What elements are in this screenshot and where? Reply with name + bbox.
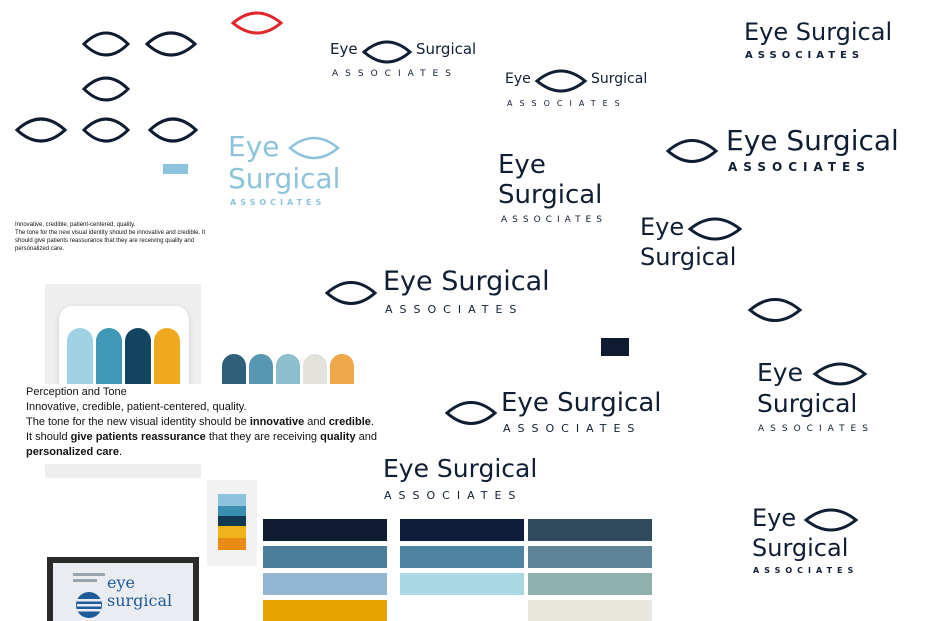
logo-light-blue: Eye Surgical ASSOCIATES: [228, 130, 341, 207]
eye-icon: [288, 136, 340, 160]
logo-mark-icon: [76, 592, 102, 618]
logo-wordmark-lower: Eye Surgical ASSOCIATES: [383, 454, 538, 502]
swatch-gold: [263, 600, 387, 621]
sign-photo: eye surgical: [47, 557, 199, 621]
eye-icon-standalone: [747, 298, 803, 322]
tone-title: Perception and Tone: [26, 386, 127, 398]
color-chip-navy: [601, 338, 629, 356]
palette-pills: [222, 354, 357, 386]
eye-icon: [81, 76, 131, 102]
eye-icon: [803, 508, 859, 532]
tone-subtitle: Innovative, credible, patient-centered, …: [26, 401, 247, 413]
eye-icon: [147, 117, 199, 143]
logo-stacked-center: Eye Surgical ASSOCIATES: [498, 150, 607, 225]
tone-card: [20, 384, 382, 464]
logo-horizontal-center: Eye Surgical ASSOCIATES: [324, 266, 565, 318]
eye-icon-grid: [14, 31, 199, 143]
logo-wordmark-top-right: Eye Surgical ASSOCIATES: [744, 18, 893, 61]
eye-icon: [14, 117, 68, 143]
eye-icon: [534, 69, 588, 93]
color-chip: [163, 164, 188, 174]
swatch-sage: [528, 573, 652, 595]
logo-stacked-eye: Eye Surgical: [640, 213, 760, 275]
logo-horizontal-mid: Eye Surgical ASSOCIATES: [444, 388, 685, 438]
eye-icon: [81, 31, 131, 57]
logo-stacked-right-1: Eye Surgical ASSOCIATES: [757, 358, 874, 434]
swatch-steel-2: [400, 546, 524, 568]
sign-text-line1: eye: [107, 573, 135, 592]
logo-horizontal-large: Eye Surgical ASSOCIATES: [665, 124, 916, 176]
eye-icon: [144, 31, 198, 57]
swatch-navy-2: [400, 519, 524, 541]
sign-text-line2: surgical: [107, 591, 173, 610]
red-eye-icon: [230, 11, 284, 35]
swatch-cream: [528, 600, 652, 621]
swatch-steel: [263, 546, 387, 568]
eye-icon: [81, 117, 131, 143]
eye-icon: [361, 40, 413, 64]
logo-horizontal-thin-2: Eye Surgical ASSOCIATES: [505, 67, 655, 115]
vertical-palette-card: [207, 480, 257, 566]
tone-small-text: Innovative, credible, patient-centered, …: [15, 222, 206, 252]
eye-icon: [444, 401, 498, 425]
logo-stacked-right-2: Eye Surgical ASSOCIATES: [752, 504, 859, 575]
tone-paragraph: The tone for the new visual identity sho…: [26, 416, 377, 458]
logo-horizontal-thin: Eye Surgical ASSOCIATES: [330, 40, 477, 79]
eye-icon: [324, 281, 378, 305]
eye-icon: [665, 139, 719, 163]
swatch-navy: [263, 519, 387, 541]
eye-icon: [687, 217, 743, 241]
swatch-slate: [528, 519, 652, 541]
mockup-strip: [45, 464, 201, 478]
sign-panel: eye surgical: [53, 563, 193, 621]
swatch-slate-light: [528, 546, 652, 568]
swatch-sky: [263, 573, 387, 595]
swatch-aqua: [400, 573, 524, 595]
eye-icon: [812, 362, 868, 386]
tone-block: Perception and Tone Innovative, credible…: [26, 385, 381, 460]
